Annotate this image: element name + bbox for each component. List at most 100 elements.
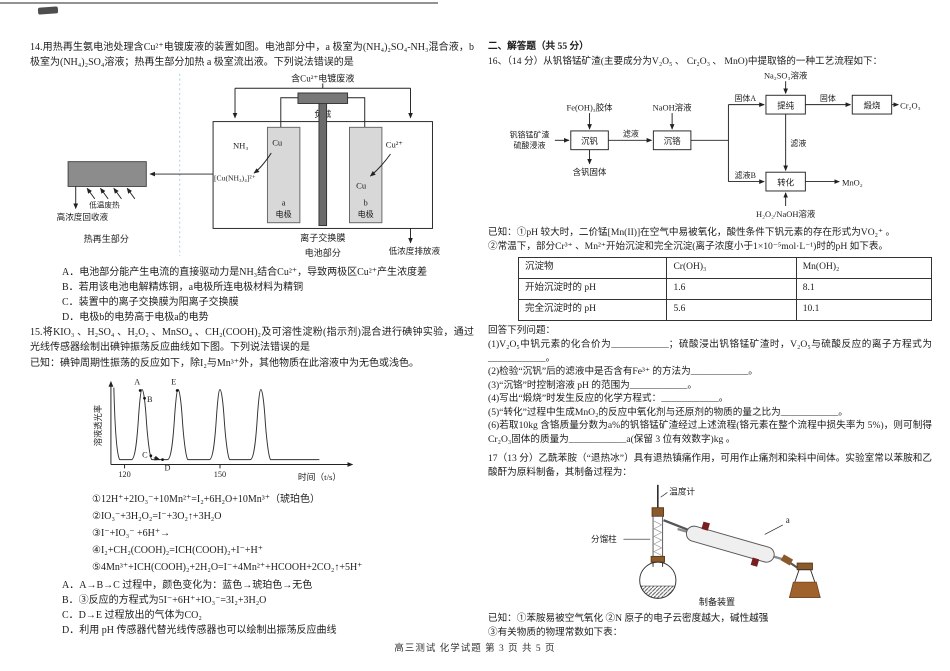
- q17-stem: 17（13 分）乙酰苯胺（“退热冰”）具有退热镇痛作用，可用作止痛剂和染料中间体…: [488, 453, 932, 478]
- q15-option-d: D．利用 pH 传感器代替光线传感器也可以绘制出振荡反应曲线: [62, 625, 337, 636]
- flow-convert-label: 转化: [777, 177, 794, 187]
- right-column: 二、解答题（共 55 分） 16、（14 分）从钒铬锰矿渣(主要成分为V₂O₅ …: [488, 40, 933, 641]
- nh3-label: NH₃: [233, 140, 248, 150]
- equation-5: ⑤4Mn³⁺+ICH(COOH)₂+2H₂O=I⁻+4Mn²⁺+HCOOH+2C…: [92, 562, 363, 573]
- flow-solid-label: 固体: [820, 93, 836, 103]
- condenser-port-in: [701, 521, 710, 531]
- q15-option-a: A．A→B→C 过程中，颜色变化为：蓝色→琥珀色→无色: [62, 580, 313, 591]
- q15-equations: ①12H⁺+2IO₃⁻+10Mn²⁺=I₂+6H₂O+10Mn³⁺（琥珀色） ②…: [92, 491, 474, 576]
- table-header-cell: 沉淀物: [517, 256, 668, 279]
- flow-feoh3-label: Fe(OH)₃胶体: [567, 102, 614, 112]
- electrode-a: [266, 126, 301, 224]
- q16-part-6: (6)若取10kg 含铬质量分数为a%的钒铬锰矿渣经过上述流程(铬元素在整个流程…: [488, 420, 932, 445]
- table-cell: 8.1: [795, 277, 933, 300]
- q14-option-d: D．电极b的电势高于电极a的电势: [62, 312, 209, 323]
- flow-feed-line2: 硫酸浸液: [514, 140, 546, 150]
- q17-known1: 已知：①苯胺易被空气氧化 ②N 原子的电子云密度越大，碱性越强: [488, 612, 769, 624]
- flow-cr2o3-label: Cr₂O₃: [900, 100, 920, 110]
- q16-part-2: (2)检验“沉钒”后的滤液中是否含有Fe³⁺ 的方法为____________。: [488, 366, 758, 377]
- table-cell: 5.6: [666, 298, 797, 321]
- conical-flask-liquid: [788, 581, 821, 598]
- flask-liquid: [640, 585, 676, 599]
- flow-mno2-label: MnO₂: [842, 177, 863, 187]
- side-arm: [663, 519, 691, 532]
- q16-answer-prompt: 回答下列问题：: [488, 324, 556, 336]
- electrode-a-letter: a: [282, 198, 286, 208]
- condenser-a-label: a: [786, 515, 790, 525]
- q14-stem: 14.用热再生氨电池处理含Cu²⁺电镀废液的装置如图。电池部分中，a 极室为(N…: [30, 42, 474, 68]
- flow-h2o2-label: H₂O₂/NaOH溶液: [756, 209, 816, 219]
- column-label: 分馏柱: [591, 533, 617, 544]
- stopper-top: [651, 507, 665, 517]
- table-cell: 1.6: [666, 277, 797, 300]
- flow-precip-v-label: 沉钒: [581, 136, 598, 146]
- flow-filtrate-b-label: 滤液B: [735, 170, 756, 180]
- c-to-d-arrow: [153, 455, 161, 461]
- flow-calcine-label: 煅烧: [864, 100, 881, 110]
- q16-part-4: (4)写出“煅烧”时发生反应的化学方程式：____________。: [488, 393, 729, 404]
- cu2plus-label: Cu²⁺: [386, 139, 403, 149]
- flow-precip-cr-label: 沉铬: [664, 136, 681, 146]
- electrode-b-letter: b: [364, 198, 368, 208]
- table-header-cell: Mn(OH)₂: [795, 256, 933, 279]
- ph-table: 沉淀物 Cr(OH)₃ Mn(OH)₂ 开始沉淀时的 pH 1.6 8.1 完全…: [517, 256, 933, 321]
- apparatus-svg: 温度计 分馏柱 a: [591, 484, 821, 607]
- q15-option-b: B．③反应的方程式为5I⁻+6H⁺+IO₃⁻=3I₂+3H₂O: [62, 595, 267, 606]
- membrane-label: 离子交换膜: [300, 232, 345, 243]
- table-header-cell: Cr(OH)₃: [666, 256, 797, 279]
- exam-page: 14.用热再生氨电池处理含Cu²⁺电镀废液的装置如图。电池部分中，a 极室为(N…: [30, 40, 933, 641]
- equation-2: ②IO₃⁻+3H₂O₂=I⁻+3O₂↑+3H₂O: [92, 511, 222, 522]
- equation-3: ③I⁻+IO₃⁻ +6H⁺→: [92, 528, 171, 539]
- q16-known1: 已知：①pH 较大时，二价锰[Mn(II)]在空气中易被氧化，酸性条件下钒元素的…: [488, 226, 896, 238]
- flow-filtrate1-label: 滤液: [623, 129, 639, 139]
- flow-junction-lines: [690, 104, 729, 182]
- wires: [280, 97, 366, 128]
- cu-a-label: Cu: [272, 137, 283, 147]
- low-heat-label: 低温废热: [89, 199, 120, 209]
- table-row: 开始沉淀时的 pH 1.6 8.1: [517, 277, 933, 300]
- thermometer-label: 温度计: [669, 485, 695, 496]
- heat-regenerator-box: [67, 161, 147, 187]
- flow-solid-a-label: 固体A: [734, 93, 756, 103]
- y-axis-label: 溶液透光率: [93, 405, 103, 446]
- flask-neck: [652, 562, 664, 567]
- point-e-label: E: [171, 378, 176, 387]
- flow-feed-line1: 钒铬锰矿渣: [510, 129, 550, 139]
- point-a-label: A: [134, 378, 140, 387]
- flow-purify-label: 提纯: [777, 100, 794, 110]
- oscillation-graph-svg: 溶液透光率 时间（t/s） A B C D E 120 150: [93, 378, 354, 482]
- complex-label: [Cu(NH₃)₄]²⁺: [214, 174, 256, 183]
- q16-stem: 16、（14 分）从钒铬锰矿渣(主要成分为V₂O₅ 、 Cr₂O₃ 、 MnO)…: [488, 55, 883, 67]
- q14-option-a: A．电池部分能产生电流的直接驱动力是NH₃结合Cu²⁺，导致两极区Cu²⁺产生浓…: [62, 267, 428, 278]
- q14-option-b: B．若用该电池电解精炼铜，a电极所连电极材料为精铜: [62, 282, 304, 293]
- q15-oscillation-graph: 溶液透光率 时间（t/s） A B C D E 120 150: [70, 372, 474, 489]
- point-b-label: B: [147, 395, 153, 404]
- regen-section-label: 热再生部分: [84, 233, 129, 244]
- q15-stem: 15.将KIO₃ 、H₂SO₄ 、H₂O₂ 、MnSO₄ 、CH₂(COOH)₂…: [30, 327, 474, 353]
- low-heat-arrows: [86, 187, 136, 200]
- condenser-jacket: [685, 525, 775, 563]
- flow-na2so3-label: Na₂SO₃溶液: [764, 70, 808, 80]
- apparatus-caption: 制备装置: [699, 596, 735, 607]
- q15-option-c: C．D→E 过程放出的气体为CO₂: [62, 610, 202, 621]
- q17-known2: ③有关物质的物理常数如下表：: [488, 627, 623, 638]
- column-joint: [650, 555, 665, 563]
- condenser: [677, 521, 788, 567]
- recovered-label: 高浓度回收液: [57, 211, 109, 222]
- point-d-label: D: [164, 463, 170, 472]
- scan-artifact-line: [0, 2, 438, 4]
- q16-process-flowchart: Na₂SO₃溶液 提纯 煅烧 固体 Cr₂O₃ 固体A 滤液B Fe(OH)₃胶…: [490, 69, 932, 226]
- q14-battery-diagram: 含Cu²⁺电镀废液 负载 NH₃ Cu [Cu(NH₃)₄]²⁺: [46, 72, 474, 263]
- battery-diagram-svg: 含Cu²⁺电镀废液 负载 NH₃ Cu [Cu(NH₃)₄]²⁺: [57, 73, 441, 259]
- q16-part-5: (5)“转化”过程中生成MnO₂的反应中氧化剂与还原剂的物质的量之比为_____…: [488, 406, 848, 418]
- load-box: [297, 92, 349, 104]
- feed-lines: [232, 83, 413, 119]
- electrode-b-word: 电极: [358, 209, 374, 219]
- flowchart-svg: Na₂SO₃溶液 提纯 煅烧 固体 Cr₂O₃ 固体A 滤液B Fe(OH)₃胶…: [510, 70, 921, 219]
- equation-4: ④I₂+CH₂(COOH)₂=ICH(COOH)₂+I⁻+H⁺: [92, 545, 264, 556]
- page-footer: 高三测试 化学试题 第 3 页 共 5 页: [394, 644, 556, 654]
- electrode-b: [349, 126, 383, 224]
- a-label-line: [764, 524, 784, 535]
- q16-part-3: (3)“沉铬”时控制溶液 pH 的范围为____________。: [488, 379, 697, 391]
- ion-exchange-membrane: [318, 103, 328, 227]
